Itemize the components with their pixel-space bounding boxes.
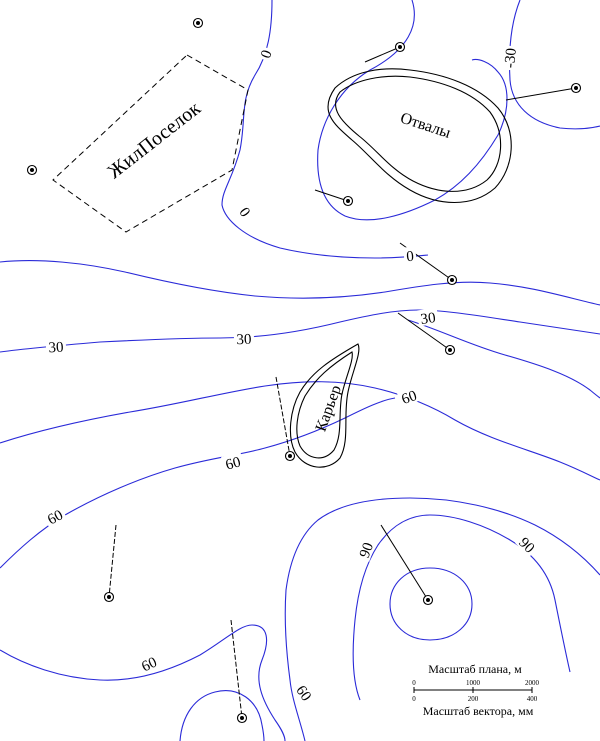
plan-scale-tick: 2000 (525, 679, 540, 687)
well-marker (422, 594, 434, 606)
vector-line (275, 376, 291, 457)
contour-line-bottom-ring (179, 690, 265, 741)
dumps-outline (327, 68, 512, 204)
well-marker (103, 591, 115, 603)
contour-line-90-outer (352, 514, 571, 701)
contour-label: 0 (406, 249, 415, 266)
plan-scale-tick: 1000 (466, 679, 481, 687)
settlement-boundary (52, 54, 249, 233)
vector-scale-tick: 0 (412, 695, 416, 703)
plan-scale-title: Масштаб плана, м (428, 662, 522, 676)
contour-label: 90 (357, 541, 377, 561)
contour-line-90-inner (389, 567, 473, 641)
well-marker (570, 82, 582, 94)
well-marker (394, 41, 406, 53)
contour-labels: 0 0 0 -30 30 30 30 60 (41, 45, 541, 706)
contour-line-0-dumps (317, 0, 508, 221)
vector-line (314, 189, 349, 202)
dumps-outer-boundary (327, 68, 512, 204)
well-marker (444, 344, 456, 356)
contour-label: 60 (45, 507, 66, 528)
contour-line-30-east (407, 319, 600, 399)
scale-bar: Масштаб плана, м 0 1000 2000 0 200 400 М… (412, 662, 539, 718)
quarry-outer-boundary (289, 343, 360, 468)
vector-line (364, 46, 401, 63)
contour-label: 30 (48, 340, 64, 357)
well-marker (192, 17, 204, 29)
quarry-inner-boundary (296, 351, 353, 459)
vector-line (397, 312, 451, 351)
vector-line (380, 524, 429, 601)
contour-line-60-south (0, 624, 286, 741)
contour-label: 30 (236, 332, 252, 349)
contour-label: 30 (420, 310, 437, 328)
contour-line-0-west (221, 0, 429, 259)
well-marker (342, 195, 354, 207)
vector-line (505, 87, 577, 101)
contour-line-60-east (284, 497, 600, 741)
vector-line (230, 619, 243, 719)
quarry-outline (289, 343, 360, 468)
contour-label: -30 (502, 47, 520, 68)
well-marker (446, 274, 458, 286)
contour-label: 60 (224, 454, 243, 473)
contour-line-0-band (0, 260, 600, 306)
vector-scale-tick: 200 (468, 695, 479, 703)
contour-line-30 (0, 309, 600, 353)
dumps-inner-boundary (334, 75, 502, 192)
well-marker (284, 450, 296, 462)
contour-line-minus30 (508, 0, 600, 130)
contour-line-60-upper (0, 381, 600, 481)
vector-line (108, 524, 117, 598)
contour-label: 60 (139, 654, 159, 675)
vector-lines (108, 46, 577, 719)
plan-scale-tick: 0 (412, 679, 416, 687)
vector-scale-tick: 400 (527, 695, 538, 703)
wells (26, 17, 582, 724)
vector-scale-title: Масштаб вектора, мм (423, 704, 534, 718)
well-marker (26, 164, 38, 176)
contour-label: 60 (400, 388, 420, 408)
well-marker (236, 712, 248, 724)
